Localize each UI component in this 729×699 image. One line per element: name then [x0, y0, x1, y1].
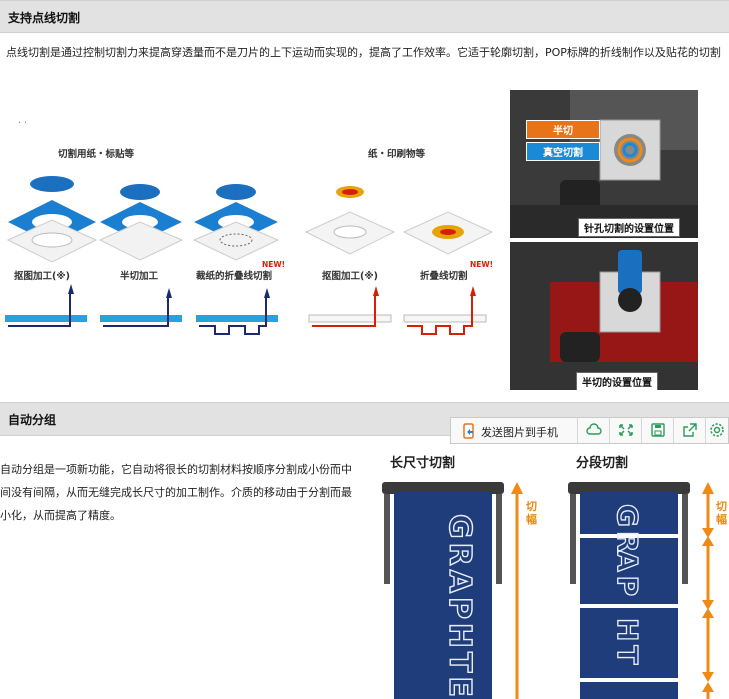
send-to-phone-button[interactable]: 发送图片到手机	[451, 418, 578, 443]
machine-head-image	[510, 90, 698, 238]
settings-button[interactable]	[706, 418, 728, 443]
new-badge-1: NEW!	[262, 260, 286, 269]
segment-cut-title: 分段切割	[576, 456, 629, 471]
label-fold-line-cut-paper: 裁纸的折叠线切割	[196, 271, 273, 282]
caption-half-cut-position: 半切的设置位置	[576, 372, 658, 390]
layer-illustrations	[5, 176, 494, 335]
section-title: 支持点线切割	[8, 11, 81, 25]
section-title: 自动分组	[8, 413, 57, 427]
save-icon	[651, 423, 665, 437]
diagram-dots: · ·	[18, 118, 28, 129]
group-title-sticker: 切割用纸・标贴等	[58, 149, 135, 160]
caption-pin-cut-position: 针孔切割的设置位置	[578, 218, 680, 237]
save-button[interactable]	[642, 418, 674, 443]
section-header-dotted-cut: 支持点线切割	[0, 0, 729, 33]
svg-text:AP: AP	[611, 550, 644, 600]
image-toolbar: 发送图片到手机	[450, 417, 729, 444]
photo-pin-cut-position: 半切 真空切割 针孔切割的设置位置	[510, 90, 698, 238]
cutting-process-diagram: · · 切割用纸・标贴等 纸・印刷物等	[0, 112, 500, 342]
cloud-button[interactable]	[578, 418, 610, 443]
new-badge-2: NEW!	[470, 260, 494, 269]
share-icon	[683, 423, 697, 437]
svg-text:HT: HT	[611, 618, 644, 669]
cut-width-label-left: 切幅	[526, 500, 537, 526]
cutter-illustration: GRAPHTE GR AP HT	[382, 482, 714, 699]
svg-text:GRAPHTE: GRAPHTE	[442, 514, 477, 699]
cut-width-label-right: 切幅	[716, 500, 727, 526]
cloud-icon	[586, 423, 602, 435]
fullscreen-button[interactable]	[610, 418, 642, 443]
fullscreen-icon	[619, 424, 633, 436]
photo-half-cut-position: 半切的设置位置	[510, 242, 698, 390]
share-button[interactable]	[674, 418, 706, 443]
label-die-cut-2: 抠图加工(※)	[322, 271, 378, 282]
machine-tool-image	[510, 242, 698, 390]
auto-group-description: 自动分组是一项新功能，它自动将很长的切割材料按顺序分割成小份而中间没有间隔，从而…	[0, 463, 352, 522]
dotted-cut-description: 点线切割是通过控制切割力来提高穿透量而不是刀片的上下运动而实现的，提高了工作效率…	[6, 46, 721, 59]
send-to-phone-label: 发送图片到手机	[481, 426, 558, 439]
long-cut-title: 长尺寸切割	[390, 456, 456, 471]
label-half-cut: 半切加工	[120, 271, 159, 282]
badge-vacuum-cut: 真空切割	[526, 142, 600, 161]
phone-send-icon	[463, 423, 474, 439]
settings-icon	[710, 423, 724, 437]
auto-group-diagram: 长尺寸切割 分段切割 GRAPHTE GR AP HT	[378, 446, 729, 699]
label-die-cut-1: 抠图加工(※)	[14, 271, 70, 282]
label-fold-line-cut: 折叠线切割	[420, 271, 468, 282]
svg-text:GR: GR	[611, 504, 644, 557]
group-title-paper: 纸・印刷物等	[368, 149, 426, 160]
badge-half-cut: 半切	[526, 120, 600, 139]
